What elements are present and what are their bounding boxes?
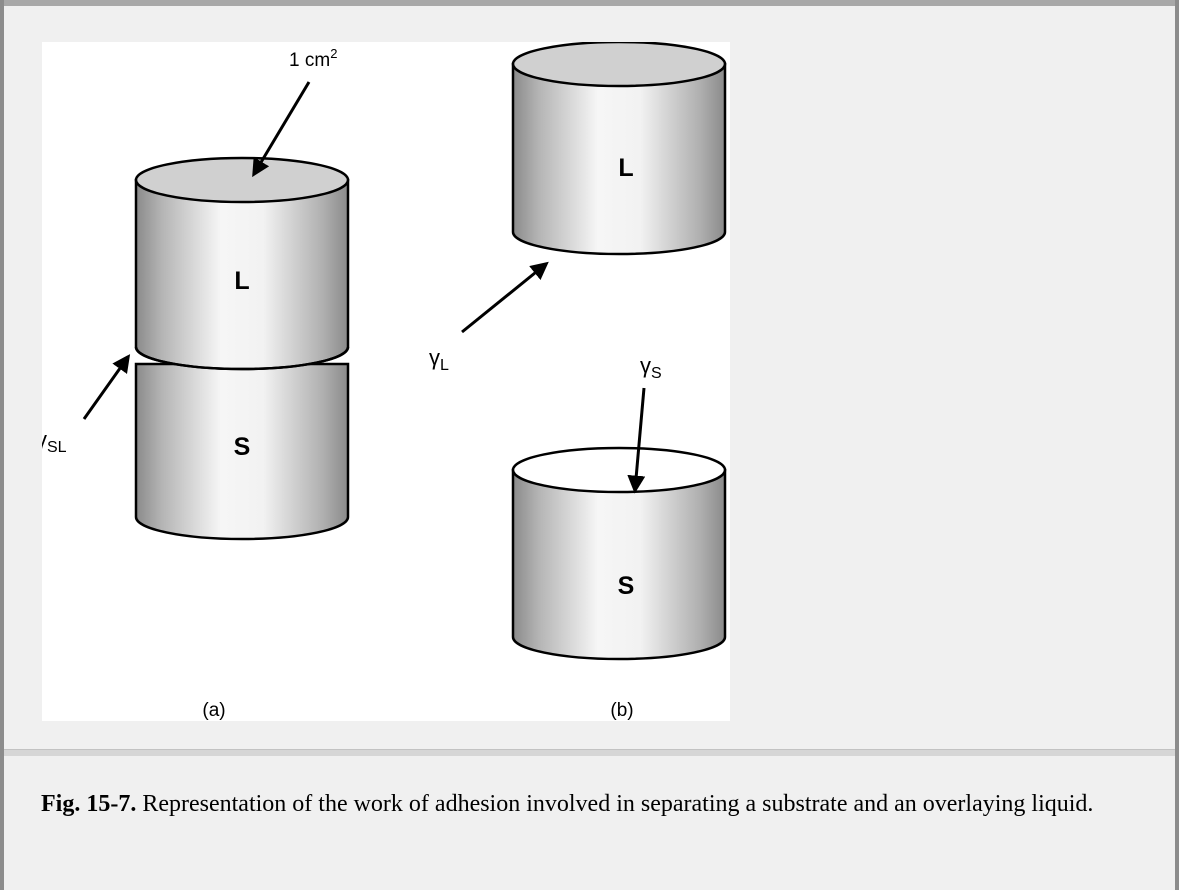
arrow-gamma-sl: [82, 354, 131, 420]
arrow-gamma-s: [627, 387, 646, 494]
label-gamma-s: γS: [640, 353, 662, 382]
right-border: [1175, 0, 1179, 890]
label-solid-b: S: [618, 572, 635, 600]
label-area: 1 cm2: [289, 46, 337, 71]
section-divider: [4, 749, 1175, 756]
figure-caption: Fig. 15-7. Representation of the work of…: [41, 788, 1131, 820]
panel-label-b: (b): [610, 700, 633, 721]
label-liquid-a: L: [234, 267, 249, 295]
panel-label-a: (a): [202, 700, 225, 721]
cylinder-liquid-b: [511, 42, 727, 256]
arrow-gamma-l: [461, 261, 549, 334]
adhesion-diagram: L S 1 cm2 γSL L γL S γS: [42, 42, 730, 721]
cylinder-liquid-a: [134, 156, 350, 371]
label-liquid-b: L: [618, 154, 633, 182]
interface-line: [134, 346, 350, 371]
label-gamma-sl: γSL: [42, 427, 67, 456]
top-border: [0, 0, 1179, 6]
label-area-exp: 2: [330, 46, 337, 61]
label-solid-a: S: [234, 433, 251, 461]
caption-text: Representation of the work of adhesion i…: [136, 791, 1094, 817]
left-border: [0, 0, 4, 890]
arrow-area: [252, 81, 311, 178]
cylinder-solid-b: [511, 446, 727, 661]
cylinder-solid-a: [134, 362, 350, 541]
label-gamma-l: γL: [429, 345, 449, 374]
caption-label: Fig. 15-7.: [41, 791, 137, 817]
